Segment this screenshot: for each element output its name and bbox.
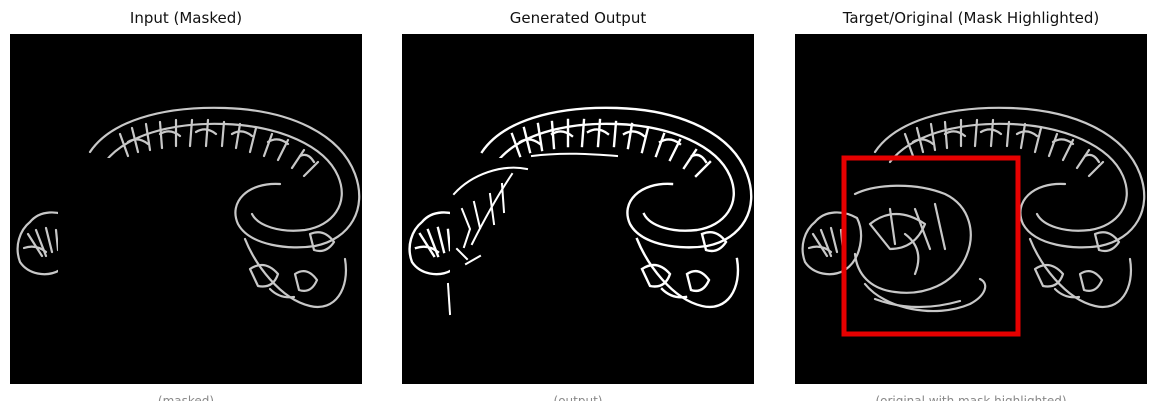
generated-output-panel: Generated Output (output) — [402, 0, 754, 401]
target-original-image — [795, 34, 1147, 384]
panel-title: Generated Output — [509, 9, 647, 27]
input-masked-panel: Input (Masked) (masked) — [10, 0, 362, 401]
mask-highlight-box — [841, 155, 1021, 337]
panel-caption: (masked) — [157, 394, 215, 401]
panel-caption: (original with mask highlighted) — [875, 394, 1067, 401]
panel-title: Target/Original (Mask Highlighted) — [842, 9, 1100, 27]
masked-input-image — [10, 34, 362, 384]
generated-output-image — [402, 34, 754, 384]
panel-title: Input (Masked) — [129, 9, 243, 27]
target-original-panel: Target/Original (Mask Highlighted) (orig… — [795, 0, 1147, 401]
panel-caption: (output) — [553, 394, 603, 401]
mask-region — [58, 158, 234, 334]
